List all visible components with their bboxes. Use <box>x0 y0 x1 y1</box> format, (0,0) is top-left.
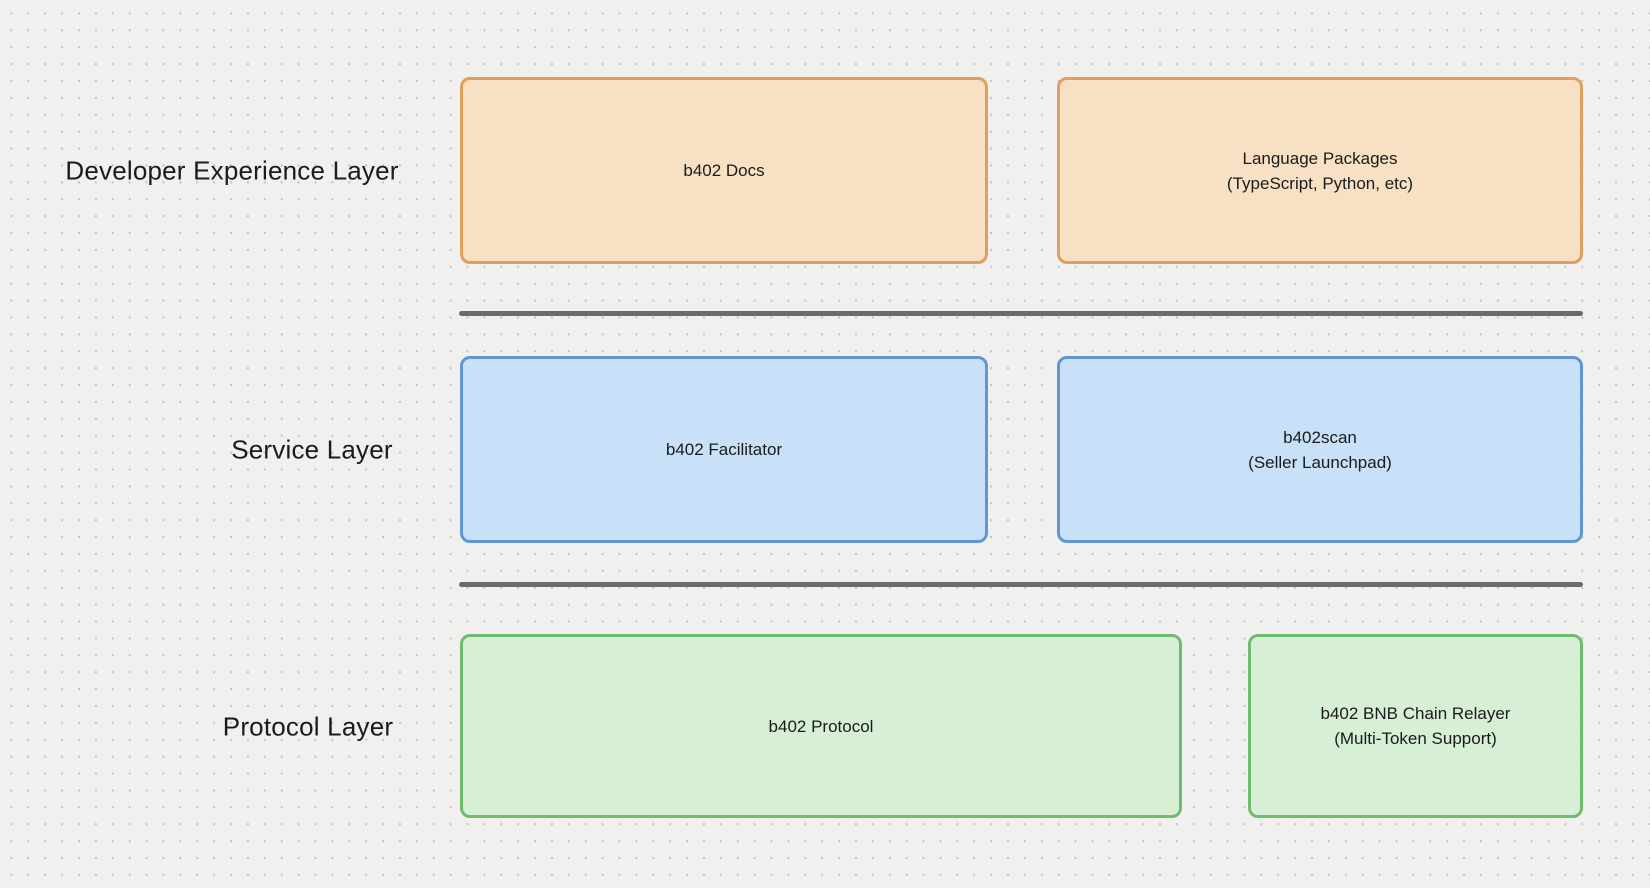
node-b402-facilitator[interactable]: b402 Facilitator <box>460 356 988 543</box>
node-b402-protocol[interactable]: b402 Protocol <box>460 634 1182 818</box>
node-b402scan[interactable]: b402scan (Seller Launchpad) <box>1057 356 1583 543</box>
layer-divider[interactable] <box>459 311 1583 316</box>
layer-divider[interactable] <box>459 582 1583 587</box>
node-subtitle: (Seller Launchpad) <box>1248 452 1392 472</box>
node-language-packages[interactable]: Language Packages (TypeScript, Python, e… <box>1057 77 1583 264</box>
layer-label-developer-experience[interactable]: Developer Experience Layer <box>65 155 399 186</box>
node-title: b402 Facilitator <box>665 440 783 459</box>
node-title: b402 Docs <box>683 161 765 180</box>
node-subtitle: (Multi-Token Support) <box>1334 729 1497 748</box>
layer-label-service[interactable]: Service Layer <box>231 434 393 465</box>
node-b402-docs[interactable]: b402 Docs <box>460 77 988 264</box>
node-b402-bnb-chain-relayer[interactable]: b402 BNB Chain Relayer (Multi-Token Supp… <box>1248 634 1583 818</box>
node-title: b402scan <box>1283 427 1357 447</box>
node-title: b402 BNB Chain Relayer <box>1320 704 1511 723</box>
node-subtitle: (TypeScript, Python, etc) <box>1226 173 1414 193</box>
node-title: Language Packages <box>1242 148 1398 168</box>
layer-label-protocol[interactable]: Protocol Layer <box>222 711 394 742</box>
node-title: b402 Protocol <box>768 716 874 736</box>
